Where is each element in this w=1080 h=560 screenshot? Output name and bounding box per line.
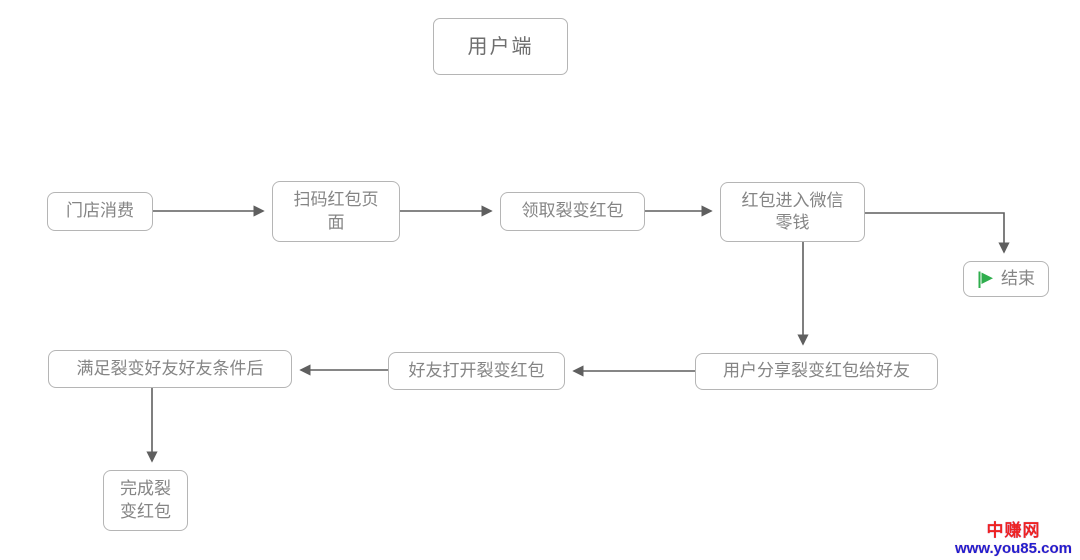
- node-redpacket-to-wechat-wallet: 红包进入微信 零钱: [720, 182, 865, 242]
- node-receive-fission-redpacket: 领取裂变红包: [500, 192, 645, 231]
- node-share-redpacket-to-friends-label: 用户分享裂变红包给好友: [723, 361, 910, 381]
- node-share-redpacket-to-friends: 用户分享裂变红包给好友: [695, 353, 938, 390]
- node-user-side-label: 用户端: [467, 35, 534, 58]
- node-fission-condition-met-label: 满足裂变好友好友条件后: [76, 358, 264, 378]
- node-redpacket-to-wechat-wallet-label: 红包进入微信 零钱: [741, 190, 844, 232]
- node-scan-redpacket-page: 扫码红包页 面: [272, 181, 400, 242]
- flag-icon: [978, 271, 993, 288]
- node-end-label: 结束: [1001, 268, 1035, 288]
- node-complete-fission-redpacket-label: 完成裂 变红包: [120, 479, 171, 521]
- node-store-purchase: 门店消费: [47, 192, 153, 231]
- watermark-site-name: 中赚网: [986, 520, 1041, 540]
- node-fission-condition-met: 满足裂变好友好友条件后: [48, 350, 292, 388]
- node-complete-fission-redpacket: 完成裂 变红包: [103, 470, 188, 531]
- node-receive-fission-redpacket-label: 领取裂变红包: [521, 201, 624, 221]
- node-user-side: 用户端: [433, 18, 568, 75]
- node-friend-opens-redpacket-label: 好友打开裂变红包: [408, 360, 545, 380]
- node-end: 结束: [963, 261, 1049, 297]
- watermark-site-url: www.you85.com: [955, 539, 1072, 557]
- arrow-wallet-to-end: [865, 212, 1010, 254]
- node-store-purchase-label: 门店消费: [66, 201, 134, 221]
- node-friend-opens-redpacket: 好友打开裂变红包: [388, 352, 565, 390]
- watermark: 中赚网 www.you85.com: [955, 520, 1072, 557]
- node-scan-redpacket-page-label: 扫码红包页 面: [293, 190, 379, 232]
